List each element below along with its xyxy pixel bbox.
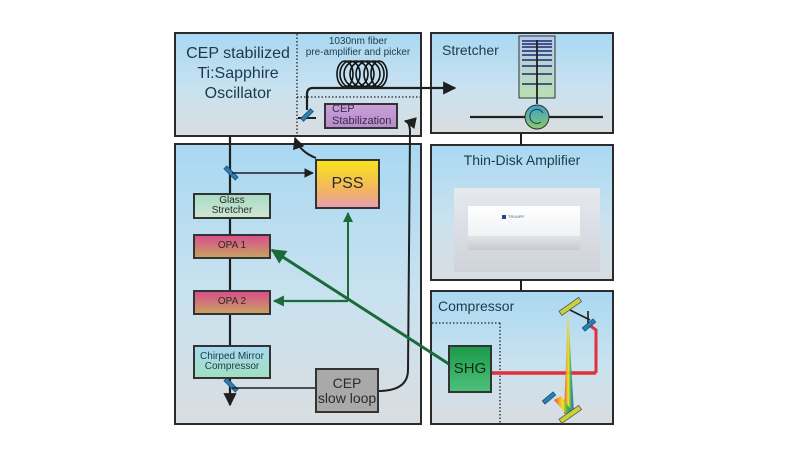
fiber-coil-icon (336, 60, 388, 88)
oscillator-title-line1: CEP stabilized (186, 45, 290, 62)
feedback-slow-loop (377, 117, 417, 392)
cep-slow-loop-box: CEP slow loop (315, 368, 379, 413)
fiber-label-line1: 1030nm fiber (328, 36, 388, 47)
thin-disk-photo: TRUMPF (454, 188, 600, 272)
opa2-box: OPA 2 (193, 290, 271, 315)
mirror-icon (300, 108, 314, 122)
brand-logo (502, 215, 506, 219)
oscillator-title-line3: Oscillator (204, 85, 272, 102)
oscillator-title: CEP stabilized Ti:Sapphire Oscillator (178, 44, 298, 104)
spectral-fan (564, 310, 574, 414)
chirped-mirror-line1: Chirped Mirror (200, 350, 264, 362)
glass-stretcher-line1: Glass (219, 194, 245, 206)
mirror-icon (223, 165, 239, 181)
brand-text: TRUMPF (508, 214, 525, 219)
opa2-label: OPA 2 (217, 296, 247, 308)
laser-housing-base (468, 236, 580, 250)
opa1-label: OPA 1 (217, 240, 247, 252)
spectral-fan-lower (554, 396, 574, 414)
circulator-icon (524, 104, 550, 130)
compressor-title: Compressor (438, 298, 515, 314)
chirped-mirror-compressor-box: Chirped Mirror Compressor (193, 345, 271, 379)
cep-stabilization-box: CEP Stabilization (324, 103, 398, 129)
circulator-arrow-icon (529, 108, 544, 124)
cep-stabilization-line2: Stabilization (332, 115, 392, 127)
glass-stretcher-line2: Stretcher (211, 205, 253, 216)
cep-slow-loop-line2: slow loop (317, 389, 377, 406)
chirped-mirror-line2: Compressor (204, 361, 260, 372)
stretcher-title: Stretcher (442, 42, 499, 58)
cep-stabilization-line1: CEP (332, 103, 355, 116)
beam-to-upper-grating (569, 309, 591, 321)
grating-upper-icon (558, 296, 583, 316)
laser-beam-red-return (587, 322, 598, 373)
pss-label: PSS (331, 174, 364, 192)
mirror-lower-icon (541, 391, 557, 405)
shg-label: SHG (453, 360, 487, 378)
mirror-upper-icon (581, 318, 597, 332)
thin-disk-title: Thin-Disk Amplifier (463, 152, 581, 168)
feedback-pss-to-oscillator (292, 136, 317, 159)
glass-stretcher-box: Glass Stretcher (193, 193, 271, 219)
beam-fiber-to-stretcher (305, 81, 457, 110)
fiber-label: 1030nm fiber pre-amplifier and picker (296, 36, 420, 58)
oscillator-title-line2: Ti:Sapphire (197, 65, 279, 82)
opa1-box: OPA 1 (193, 234, 271, 259)
cep-slow-loop-line1: CEP (332, 374, 362, 391)
pss-box: PSS (315, 159, 380, 209)
fiber-label-line2: pre-amplifier and picker (305, 47, 411, 58)
shg-box: SHG (448, 345, 492, 393)
grating-lower-icon (558, 404, 583, 424)
pump-shg-to-opa1 (270, 248, 453, 368)
